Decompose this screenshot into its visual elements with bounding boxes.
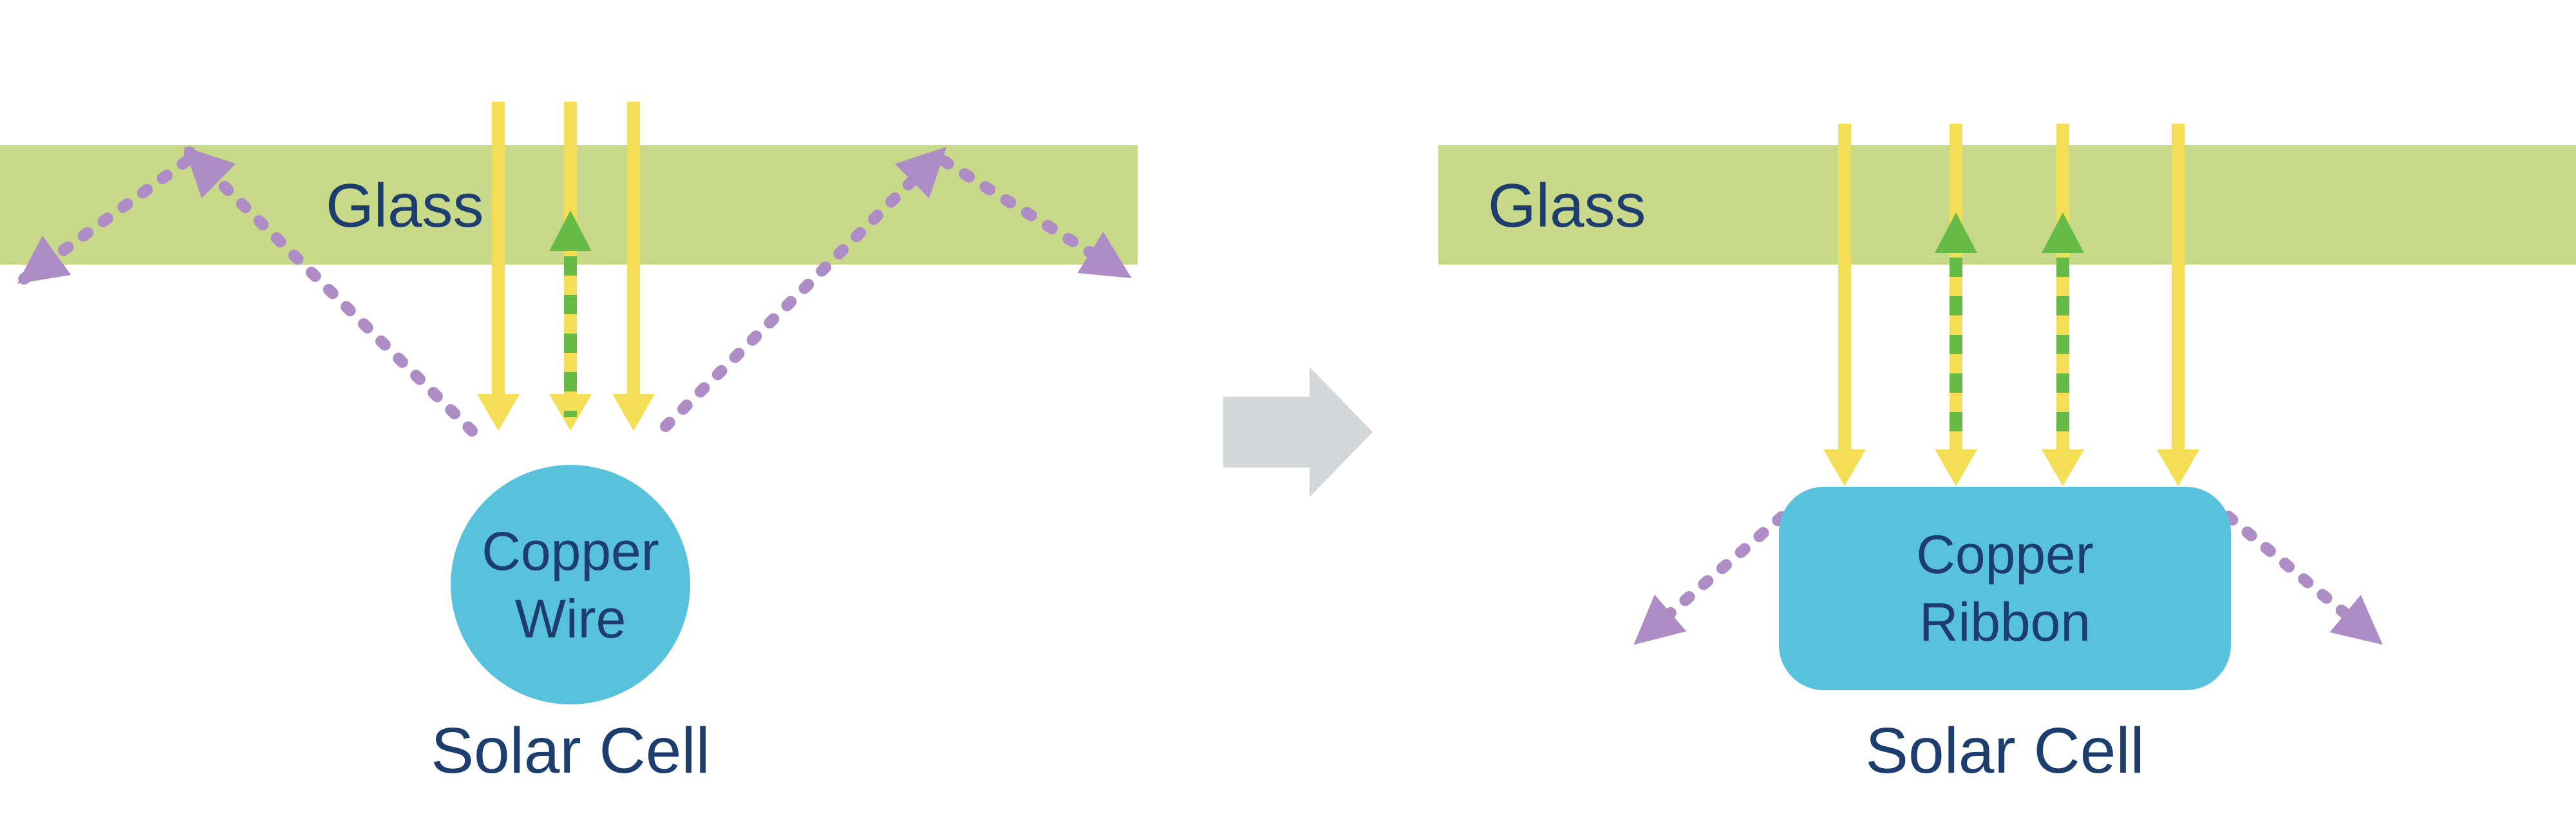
- scattered-light-path-left-right: [660, 146, 1132, 432]
- scattered-ray-out: [938, 155, 1132, 280]
- scattered-ray-up: [660, 146, 947, 432]
- copper-wire-label-line2: Wire: [515, 588, 626, 649]
- copper-wire-label-line1: Copper: [482, 521, 659, 581]
- reflected-arrowhead-icon: [549, 211, 592, 251]
- copper-wire: [451, 465, 690, 704]
- right-diagram: Glass Copper Ribbon Solar Cell: [1438, 124, 2576, 787]
- sunlight-arrowhead-icon: [1823, 449, 1866, 486]
- copper-ribbon-label-line2: Ribbon: [1919, 592, 2091, 652]
- scattered-ray-right: [2204, 495, 2383, 646]
- scattered-ray-up: [183, 146, 478, 437]
- glass-label-left: Glass: [326, 171, 484, 240]
- solar-cell-caption-left: Solar Cell: [431, 715, 710, 787]
- transition-arrow-icon: [1223, 367, 1373, 497]
- scattered-ray-left: [1633, 495, 1806, 646]
- incident-light-arrows-right: [1823, 124, 2199, 486]
- copper-ribbon-label-line1: Copper: [1916, 524, 2094, 585]
- sunlight-arrowhead-icon: [2157, 449, 2199, 486]
- reflected-light-arrow-left: [549, 211, 592, 417]
- reflected-arrowhead-icon: [1935, 212, 1977, 253]
- glass-label-right: Glass: [1488, 171, 1646, 240]
- sunlight-arrowhead-icon: [477, 394, 520, 431]
- sunlight-arrowhead-icon: [2042, 449, 2084, 486]
- glass-layer-right: [1438, 145, 2576, 265]
- sunlight-arrowhead-icon: [1935, 449, 1977, 486]
- scattered-ray-out: [17, 155, 193, 285]
- scattered-light-path-left-left: [17, 146, 478, 437]
- left-diagram: Glass Copper Wire Solar Cell: [0, 102, 1138, 787]
- reflected-light-arrows-right: [1935, 212, 2084, 444]
- reflected-arrowhead-icon: [2042, 212, 2084, 253]
- solar-cell-caption-right: Solar Cell: [1865, 715, 2145, 787]
- scattered-light-path-right: [1633, 495, 2383, 646]
- copper-ribbon: [1779, 487, 2231, 690]
- sunlight-arrowhead-icon: [612, 394, 655, 431]
